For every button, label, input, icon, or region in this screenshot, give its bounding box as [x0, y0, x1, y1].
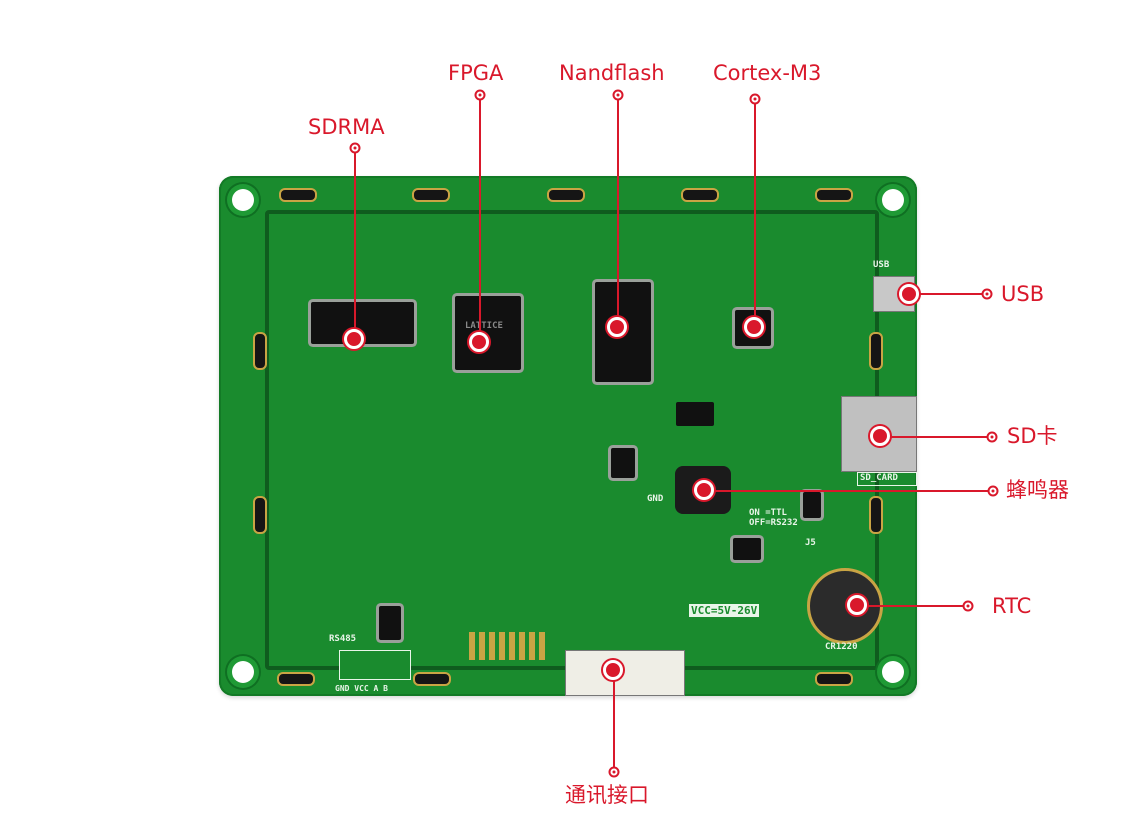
- cortex-end-marker-icon: [749, 93, 761, 105]
- sd-card-slot: [841, 396, 917, 472]
- nandflash-marker-icon: [607, 317, 627, 337]
- regulator-chip: [611, 448, 635, 478]
- mount-hole-icon: [882, 661, 904, 683]
- jumper-off-label: OFF=RS232: [749, 518, 798, 528]
- mounting-slot: [413, 672, 451, 686]
- cortex-leader-line: [754, 99, 756, 327]
- callout-label-nandflash: Nandflash: [559, 61, 665, 85]
- rs485-silk-label: RS485: [329, 634, 357, 644]
- callout-label-comm: 通讯接口: [565, 783, 649, 807]
- gnd-silk-label: GND: [647, 494, 664, 504]
- mounting-slot: [869, 496, 883, 534]
- fpga-marker-icon: [469, 332, 489, 352]
- usb-marker-icon: [899, 284, 919, 304]
- rs485-pin-labels: GND VCC A B: [335, 684, 388, 693]
- callout-label-buzzer: 蜂鸣器: [1006, 478, 1069, 502]
- mount-hole-icon: [232, 189, 254, 211]
- callout-label-fpga: FPGA: [448, 61, 504, 85]
- mount-hole-icon: [232, 661, 254, 683]
- mounting-slot: [869, 332, 883, 370]
- mounting-slot: [253, 332, 267, 370]
- mounting-slot: [253, 496, 267, 534]
- rtc-part-label: CR1220: [825, 642, 858, 652]
- buzzer-leader-line: [704, 490, 993, 492]
- ic-chip: [379, 606, 401, 640]
- usb-silk-label: USB: [873, 260, 890, 270]
- ground-trace-frame: [265, 210, 879, 670]
- callout-label-sdcard: SD卡: [1007, 424, 1058, 448]
- comm-marker-icon: [603, 660, 623, 680]
- sdrma-end-marker-icon: [349, 142, 361, 154]
- callout-label-sdrma: SDRMA: [308, 115, 385, 139]
- callout-label-cortex: Cortex-M3: [713, 61, 822, 85]
- vcc-silk-label: VCC=5V-26V: [689, 604, 760, 617]
- comm-connector: [565, 650, 685, 696]
- nandflash-end-marker-icon: [612, 89, 624, 101]
- usb-end-marker-icon: [981, 288, 993, 300]
- callout-label-rtc: RTC: [992, 594, 1032, 618]
- sd-card-silk-box: [857, 472, 917, 486]
- fpga-chip-marking: LATTICE: [465, 321, 503, 331]
- sdcard-end-marker-icon: [986, 431, 998, 443]
- sd-card-silk-label: SD_CARD: [860, 473, 898, 483]
- callout-label-usb: USB: [1001, 282, 1045, 306]
- mounting-slot: [277, 672, 315, 686]
- mount-hole-icon: [882, 189, 904, 211]
- sdrma-marker-icon: [344, 329, 364, 349]
- mounting-slot: [412, 188, 450, 202]
- mounting-slot: [815, 188, 853, 202]
- sdcard-leader-line: [880, 436, 992, 438]
- rtc-leader-line: [857, 605, 968, 607]
- buzzer-marker-icon: [694, 480, 714, 500]
- gold-header-pins: [469, 632, 545, 660]
- mounting-slot: [815, 672, 853, 686]
- fpga-leader-line: [479, 95, 481, 343]
- cortex-marker-icon: [744, 317, 764, 337]
- rtc-marker-icon: [847, 595, 867, 615]
- jumper-on-label: ON =TTL: [749, 508, 787, 518]
- nandflash-leader-line: [617, 95, 619, 327]
- mounting-slot: [681, 188, 719, 202]
- usb-leader-line: [909, 293, 986, 295]
- comm-end-marker-icon: [608, 766, 620, 778]
- rs485-terminal: [339, 650, 411, 680]
- pcb-board: LATTICE CR1220 USB SD_CARD RS485 GND VCC…: [219, 176, 917, 696]
- ic-chip: [676, 402, 714, 426]
- fpga-chip: [455, 296, 521, 370]
- sdrma-leader-line: [354, 148, 356, 340]
- mounting-slot: [279, 188, 317, 202]
- j5-silk-label: J5: [805, 538, 816, 548]
- buzzer-end-marker-icon: [987, 485, 999, 497]
- sdcard-marker-icon: [870, 426, 890, 446]
- rtc-end-marker-icon: [962, 600, 974, 612]
- ic-chip: [733, 538, 761, 560]
- fpga-end-marker-icon: [474, 89, 486, 101]
- mounting-slot: [547, 188, 585, 202]
- comm-leader-line: [613, 670, 615, 772]
- ic-chip: [803, 492, 821, 518]
